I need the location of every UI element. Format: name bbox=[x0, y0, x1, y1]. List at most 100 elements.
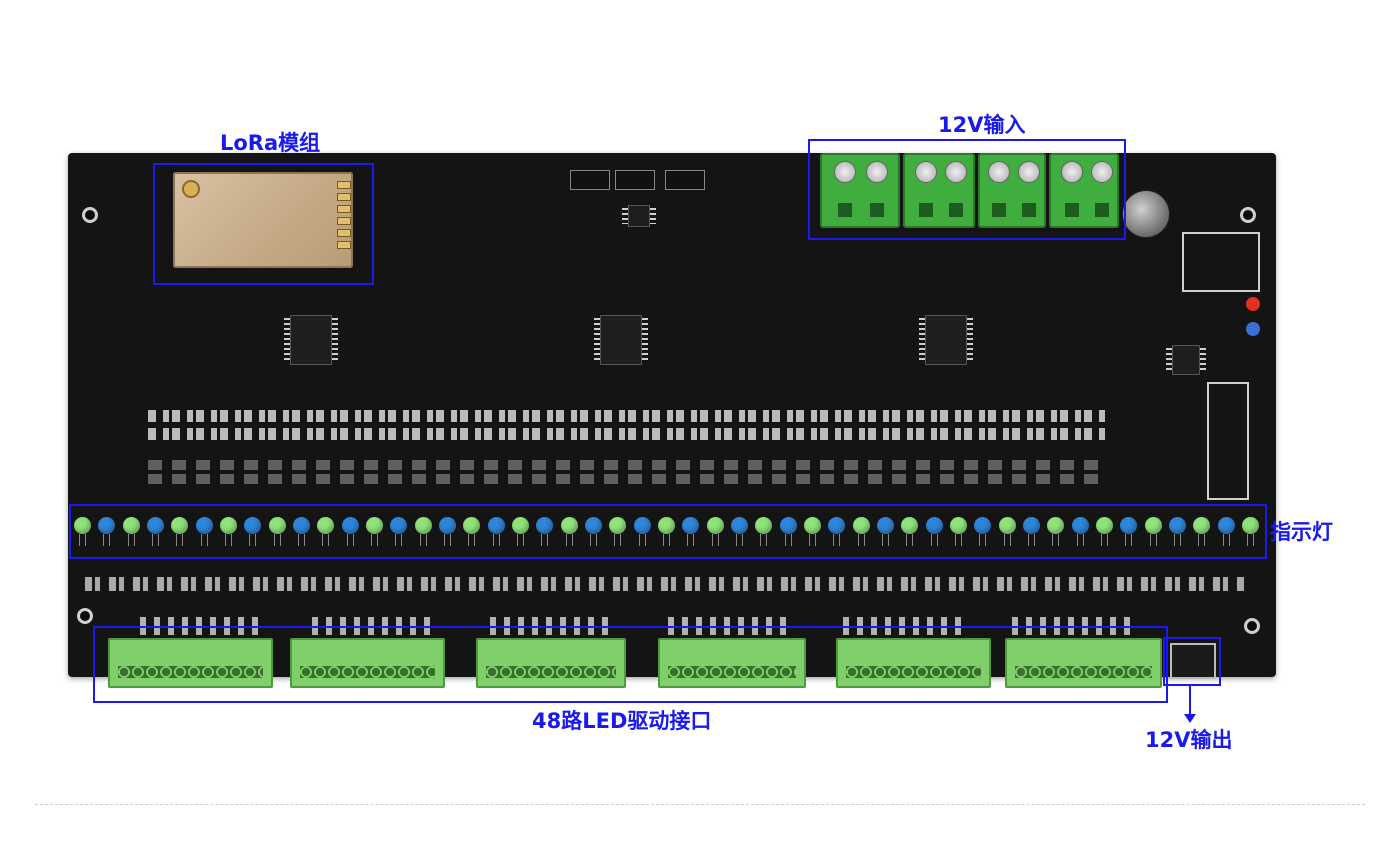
led-leg bbox=[864, 534, 865, 546]
led-leg bbox=[669, 534, 670, 546]
input-terminal bbox=[903, 153, 975, 228]
module-pin bbox=[337, 181, 351, 189]
status-led-red bbox=[1246, 297, 1260, 311]
led-leg bbox=[401, 534, 402, 546]
indicator-led-blue bbox=[926, 517, 943, 534]
led-leg bbox=[493, 534, 494, 546]
indicator-led-green bbox=[950, 517, 967, 534]
led-leg bbox=[353, 534, 354, 546]
module-pin bbox=[337, 193, 351, 201]
indicator-led-green bbox=[415, 517, 432, 534]
mounting-hole bbox=[1240, 207, 1256, 223]
led-leg bbox=[371, 534, 372, 546]
led-leg bbox=[839, 534, 840, 546]
indicator-led-green bbox=[804, 517, 821, 534]
led-leg bbox=[85, 534, 86, 546]
led-leg bbox=[596, 534, 597, 546]
output-arrow-head bbox=[1184, 714, 1196, 723]
led-leg bbox=[523, 534, 524, 546]
led-leg bbox=[1198, 534, 1199, 546]
indicator-led-green bbox=[658, 517, 675, 534]
led-driver-box bbox=[93, 626, 1168, 703]
silkscreen-labels bbox=[148, 474, 1106, 484]
indicator-led-green bbox=[1193, 517, 1210, 534]
led-leg bbox=[517, 534, 518, 546]
indicator-led-blue bbox=[342, 517, 359, 534]
antenna-connector bbox=[182, 180, 200, 198]
indicator-led-blue bbox=[293, 517, 310, 534]
indicator-led-blue bbox=[974, 517, 991, 534]
indicator-led-green bbox=[1242, 517, 1259, 534]
module-pin bbox=[337, 205, 351, 213]
electrolytic-capacitor bbox=[1122, 190, 1170, 238]
indicator-led-blue bbox=[196, 517, 213, 534]
indicator-led-blue bbox=[1169, 517, 1186, 534]
input-terminal bbox=[1049, 153, 1119, 228]
indicator-led-blue bbox=[390, 517, 407, 534]
output-12v-connector bbox=[1170, 643, 1216, 679]
indicator-led-blue bbox=[1072, 517, 1089, 534]
indicator-led-green bbox=[512, 517, 529, 534]
driver-chip bbox=[284, 315, 338, 365]
led-leg bbox=[979, 534, 980, 546]
led-leg bbox=[474, 534, 475, 546]
led-leg bbox=[663, 534, 664, 546]
led-leg bbox=[1107, 534, 1108, 546]
led-leg bbox=[620, 534, 621, 546]
led-leg bbox=[231, 534, 232, 546]
led-leg bbox=[1253, 534, 1254, 546]
led-leg bbox=[1131, 534, 1132, 546]
indicator-led-blue bbox=[634, 517, 651, 534]
led-leg bbox=[255, 534, 256, 546]
led-leg bbox=[1028, 534, 1029, 546]
input-terminal bbox=[978, 153, 1046, 228]
input12v-box bbox=[808, 139, 1126, 240]
led-leg bbox=[79, 534, 80, 546]
led-leg bbox=[322, 534, 323, 546]
power-jack-outline bbox=[1182, 232, 1260, 292]
led-leg bbox=[109, 534, 110, 546]
led-leg bbox=[888, 534, 889, 546]
indicator-led-blue bbox=[877, 517, 894, 534]
led-output-terminal bbox=[836, 638, 991, 688]
indicator-led-green bbox=[123, 517, 140, 534]
input12v-label: 12V输入 bbox=[938, 113, 1026, 137]
led-leg bbox=[1174, 534, 1175, 546]
lora-module bbox=[173, 172, 353, 268]
led-leg bbox=[426, 534, 427, 546]
led-leg bbox=[572, 534, 573, 546]
led-leg bbox=[1083, 534, 1084, 546]
led-leg bbox=[833, 534, 834, 546]
led-leg bbox=[274, 534, 275, 546]
led-driver-label: 48路LED驱动接口 bbox=[532, 709, 712, 733]
input-terminal bbox=[820, 153, 900, 228]
indicator-led-green bbox=[269, 517, 286, 534]
led-leg bbox=[858, 534, 859, 546]
pin-header bbox=[665, 170, 705, 190]
module-pin bbox=[337, 217, 351, 225]
mcu-chip bbox=[622, 205, 656, 227]
indicator-led-blue bbox=[147, 517, 164, 534]
indicator-led-green bbox=[74, 517, 91, 534]
resistor-row bbox=[85, 577, 1245, 591]
led-leg bbox=[1077, 534, 1078, 546]
indicator-led-green bbox=[220, 517, 237, 534]
indicator-led-green bbox=[366, 517, 383, 534]
led-leg bbox=[134, 534, 135, 546]
led-leg bbox=[742, 534, 743, 546]
indicator-led-green bbox=[901, 517, 918, 534]
indicator-led-blue bbox=[731, 517, 748, 534]
led-leg bbox=[955, 534, 956, 546]
indicator-led-green bbox=[171, 517, 188, 534]
indicator-led-green bbox=[999, 517, 1016, 534]
led-leg bbox=[1052, 534, 1053, 546]
led-leg bbox=[766, 534, 767, 546]
indicator-led-green bbox=[609, 517, 626, 534]
indicator-led-blue bbox=[439, 517, 456, 534]
led-leg bbox=[152, 534, 153, 546]
indicator-led-blue bbox=[682, 517, 699, 534]
led-leg bbox=[961, 534, 962, 546]
led-leg bbox=[785, 534, 786, 546]
led-leg bbox=[1156, 534, 1157, 546]
led-leg bbox=[547, 534, 548, 546]
